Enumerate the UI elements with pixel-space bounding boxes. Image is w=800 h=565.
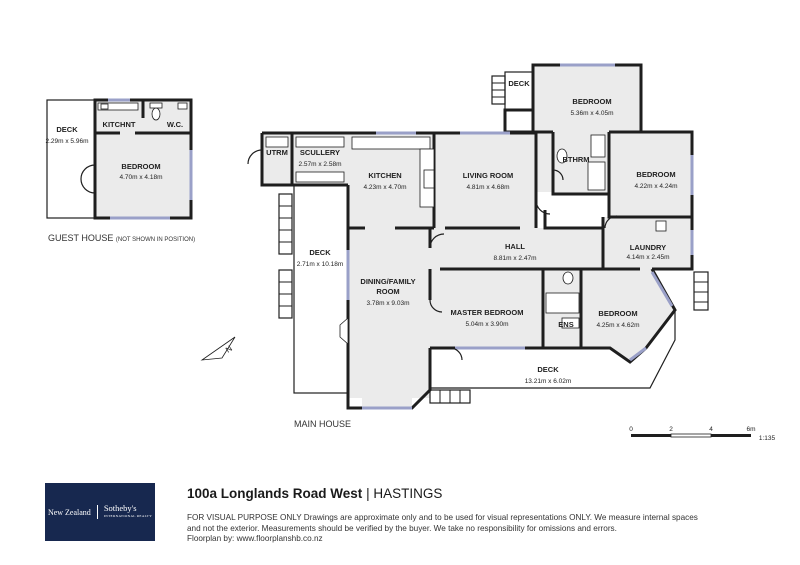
guest-deck-dim: 2.29m x 5.96m xyxy=(46,138,89,145)
logo-region: New Zealand xyxy=(47,507,91,517)
deck-bottom-dim: 13.21m x 6.02m xyxy=(525,378,572,385)
scale-tick-4: 4 xyxy=(709,426,713,433)
bedroom-bottom-dim: 4.25m x 4.62m xyxy=(597,322,640,329)
living-area xyxy=(434,133,536,228)
master-dim: 5.04m x 3.90m xyxy=(466,321,509,328)
living-dim: 4.81m x 4.68m xyxy=(467,184,510,191)
address-street: 100a Longlands Road West xyxy=(187,486,363,501)
top-deck-area xyxy=(504,71,534,133)
guest-bedroom-area xyxy=(95,133,191,218)
laundry-label: LAUNDRY xyxy=(630,243,666,252)
bedroom-bottom-label: BEDROOM xyxy=(598,309,637,318)
guest-house-note: (NOT SHOWN IN POSITION) xyxy=(116,237,195,243)
hall-label: HALL xyxy=(505,242,525,251)
property-address: 100a Longlands Road West | HASTINGS xyxy=(187,486,442,501)
disclaimer-line-1: FOR VISUAL PURPOSE ONLY Drawings are app… xyxy=(187,513,698,522)
guest-bedroom-dim: 4.70m x 4.18m xyxy=(120,174,163,181)
scale-ratio: 1:135 xyxy=(759,435,776,442)
bedroom-right-label: BEDROOM xyxy=(636,170,675,179)
logo-divider xyxy=(96,505,98,519)
dining-label-1: DINING/FAMILY xyxy=(360,277,415,286)
address-separator: | xyxy=(366,486,370,501)
master-area xyxy=(430,269,543,348)
guest-house xyxy=(46,98,193,220)
main-house-caption: MAIN HOUSE xyxy=(294,419,351,429)
deck-left-dim: 2.71m x 10.18m xyxy=(297,261,344,268)
guest-house-caption: GUEST HOUSE (NOT SHOWN IN POSITION) xyxy=(48,233,195,243)
hall-area xyxy=(430,228,603,269)
bedroom-right-dim: 4.22m x 4.24m xyxy=(635,183,678,190)
dining-dim: 3.78m x 9.03m xyxy=(367,300,410,307)
master-label: MASTER BEDROOM xyxy=(451,308,524,317)
hall-dim: 8.81m x 2.47m xyxy=(494,255,537,262)
ens-label: ENS xyxy=(558,320,573,329)
main-house xyxy=(247,63,709,410)
compass-label: N xyxy=(224,344,234,355)
bedroom-right-area xyxy=(609,132,692,217)
floor-plan: DECK 2.29m x 5.96m KITCHNT W.C. BEDROOM … xyxy=(46,63,776,442)
top-deck-label: DECK xyxy=(508,79,530,88)
deck-bottom-label: DECK xyxy=(537,365,559,374)
disclaimer: FOR VISUAL PURPOSE ONLY Drawings are app… xyxy=(187,513,747,545)
guest-kitchnt-label: KITCHNT xyxy=(103,120,136,129)
compass-icon: N xyxy=(200,336,236,361)
disclaimer-line-3: Floorplan by: www.floorplanshb.co.nz xyxy=(187,534,323,543)
scale-tick-2: 2 xyxy=(669,426,673,433)
scale-tick-0: 0 xyxy=(629,426,633,433)
kitchen-label: KITCHEN xyxy=(368,171,401,180)
scullery-label: SCULLERY xyxy=(300,148,340,157)
dining-bay-area xyxy=(362,398,412,408)
guest-wc-label: W.C. xyxy=(167,120,183,129)
scullery-dim: 2.57m x 2.58m xyxy=(299,161,342,168)
disclaimer-line-2: and not the exterior. Measurements shoul… xyxy=(187,523,617,533)
logo-sub: INTERNATIONAL REALTY xyxy=(103,514,153,518)
guest-house-title: GUEST HOUSE xyxy=(48,233,113,243)
dining-label-2: ROOM xyxy=(376,287,399,296)
left-deck-area xyxy=(293,184,349,394)
guest-bedroom-label: BEDROOM xyxy=(121,162,160,171)
scale-tick-6: 6m xyxy=(746,426,755,433)
laundry-dim: 4.14m x 2.45m xyxy=(627,254,670,261)
utrm-label: UTRM xyxy=(266,148,288,157)
guest-deck-area xyxy=(46,99,96,219)
logo-brand: Sotheby's xyxy=(103,503,137,513)
laundry-area xyxy=(603,217,692,269)
dining-area xyxy=(348,228,430,398)
scale-bar: 0 2 4 6m 1:135 xyxy=(629,426,775,442)
deck-left-label: DECK xyxy=(309,248,331,257)
bedroom-bottom-area xyxy=(581,269,675,360)
bedroom-top-dim: 5.36m x 4.05m xyxy=(571,110,614,117)
bedroom-top-label: BEDROOM xyxy=(572,97,611,106)
living-label: LIVING ROOM xyxy=(463,171,513,180)
bthrm-label: BTHRM xyxy=(562,155,589,164)
kitchen-dim: 4.23m x 4.70m xyxy=(364,184,407,191)
address-city: HASTINGS xyxy=(373,486,443,501)
guest-deck-label: DECK xyxy=(56,125,78,134)
bedroom-top-area xyxy=(533,65,641,132)
